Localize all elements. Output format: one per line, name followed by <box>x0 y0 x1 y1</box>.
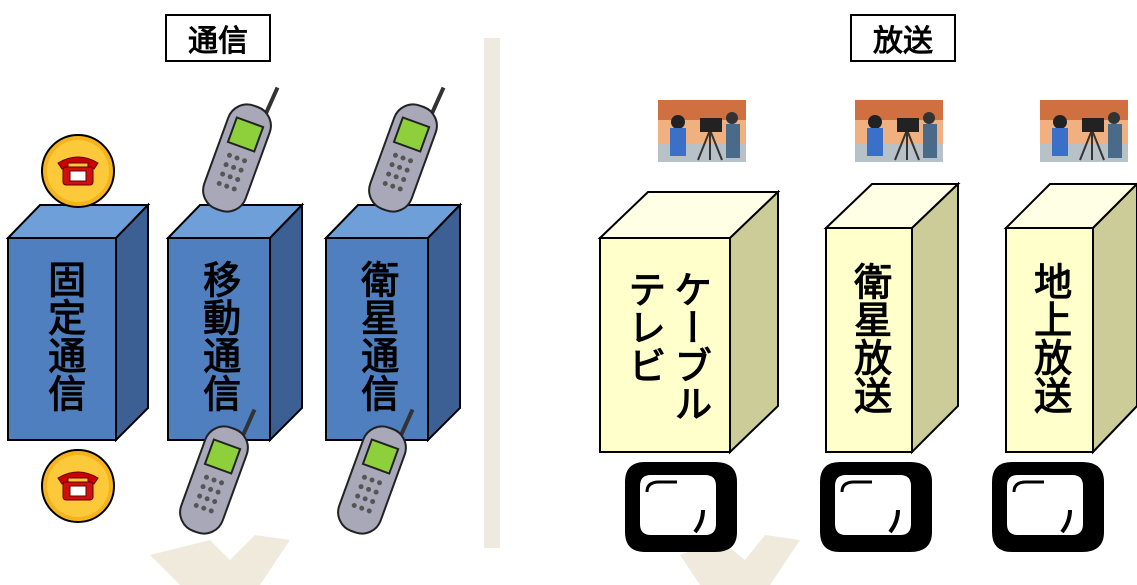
broadcast-box-cable-label-1: ケーブル <box>667 270 712 422</box>
mobile-phone-icon <box>179 408 257 535</box>
broadcast-box-satellite-label: 衛星放送 <box>847 262 892 414</box>
mobile-phone-icon <box>368 86 446 213</box>
comm-box-satellite <box>323 202 463 443</box>
telephone-icon <box>41 449 115 523</box>
camera-crew-icon <box>1040 100 1128 162</box>
telephone-icon <box>41 134 115 208</box>
arrow-left <box>150 535 290 585</box>
tv-icon <box>992 462 1104 552</box>
comm-box-mobile <box>165 202 305 443</box>
mobile-phone-icon <box>337 408 415 535</box>
broadcast-section-title: 放送 <box>850 14 956 62</box>
comm-section-title: 通信 <box>165 14 271 62</box>
camera-crew-icon <box>658 100 746 162</box>
comm-title-text: 通信 <box>188 24 248 59</box>
broadcast-box-cable <box>597 189 781 455</box>
broadcast-box-terrestrial <box>1003 182 1137 455</box>
tv-icon <box>625 462 737 552</box>
section-divider <box>484 38 500 548</box>
camera-crew-icon <box>855 100 943 162</box>
comm-box-fixed-label: 固定通信 <box>41 260 86 412</box>
mobile-phone-icon <box>202 86 280 213</box>
broadcast-box-satellite <box>823 181 961 455</box>
comm-box-fixed <box>5 202 151 443</box>
broadcast-title-text: 放送 <box>873 24 933 59</box>
comm-box-satellite-label: 衛星通信 <box>354 260 399 412</box>
broadcast-box-cable-label-2: テレビ <box>621 270 666 384</box>
broadcast-box-terrestrial-label: 地上放送 <box>1027 262 1072 414</box>
tv-icon <box>820 462 932 552</box>
comm-box-mobile-label: 移動通信 <box>196 260 241 412</box>
